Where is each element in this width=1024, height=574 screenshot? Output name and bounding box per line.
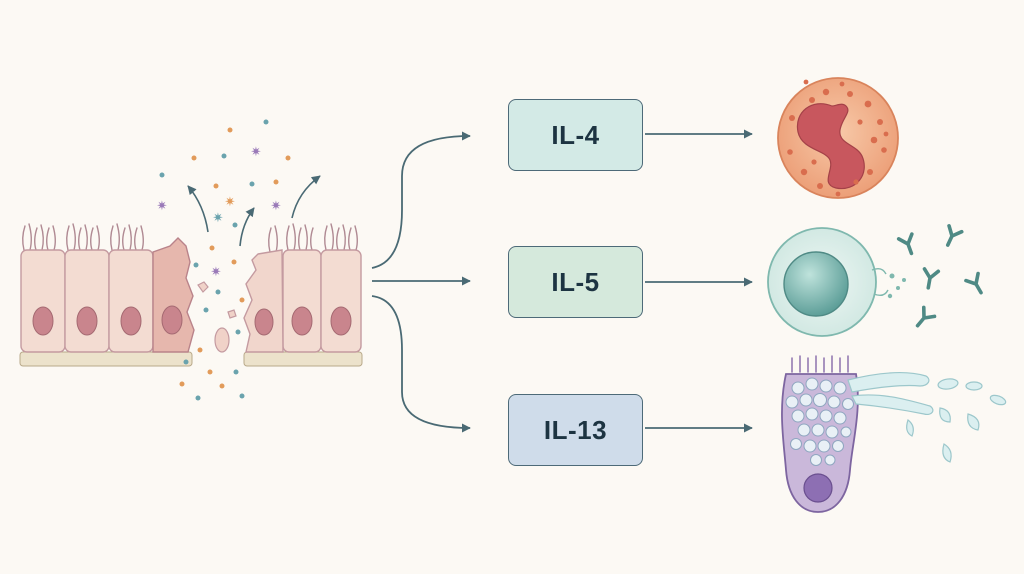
goblet-cell-mucus-icon	[781, 355, 1007, 513]
il-13-label: IL-13	[543, 414, 608, 445]
il-4-box: IL-4	[508, 99, 643, 171]
il-5-box: IL-5	[508, 246, 643, 318]
svg-text:✷: ✷	[157, 199, 168, 214]
svg-text:✷: ✷	[271, 199, 282, 214]
il-13-box: IL-13	[508, 394, 643, 466]
svg-text:✷: ✷	[211, 265, 222, 280]
il-4-label: IL-4	[551, 119, 600, 150]
b-cell-antibody-icon	[767, 223, 983, 337]
svg-text:✷: ✷	[251, 145, 262, 160]
il-5-label: IL-5	[551, 266, 600, 297]
branch-arrows	[371, 131, 471, 433]
output-arrows	[645, 129, 753, 433]
svg-text:✷: ✷	[213, 211, 224, 226]
svg-text:✷: ✷	[225, 195, 236, 210]
eosinophil-icon	[777, 77, 899, 199]
damaged-epithelium-icon: ✷ ✷ ✷ ✷ ✷ ✷	[19, 119, 363, 401]
